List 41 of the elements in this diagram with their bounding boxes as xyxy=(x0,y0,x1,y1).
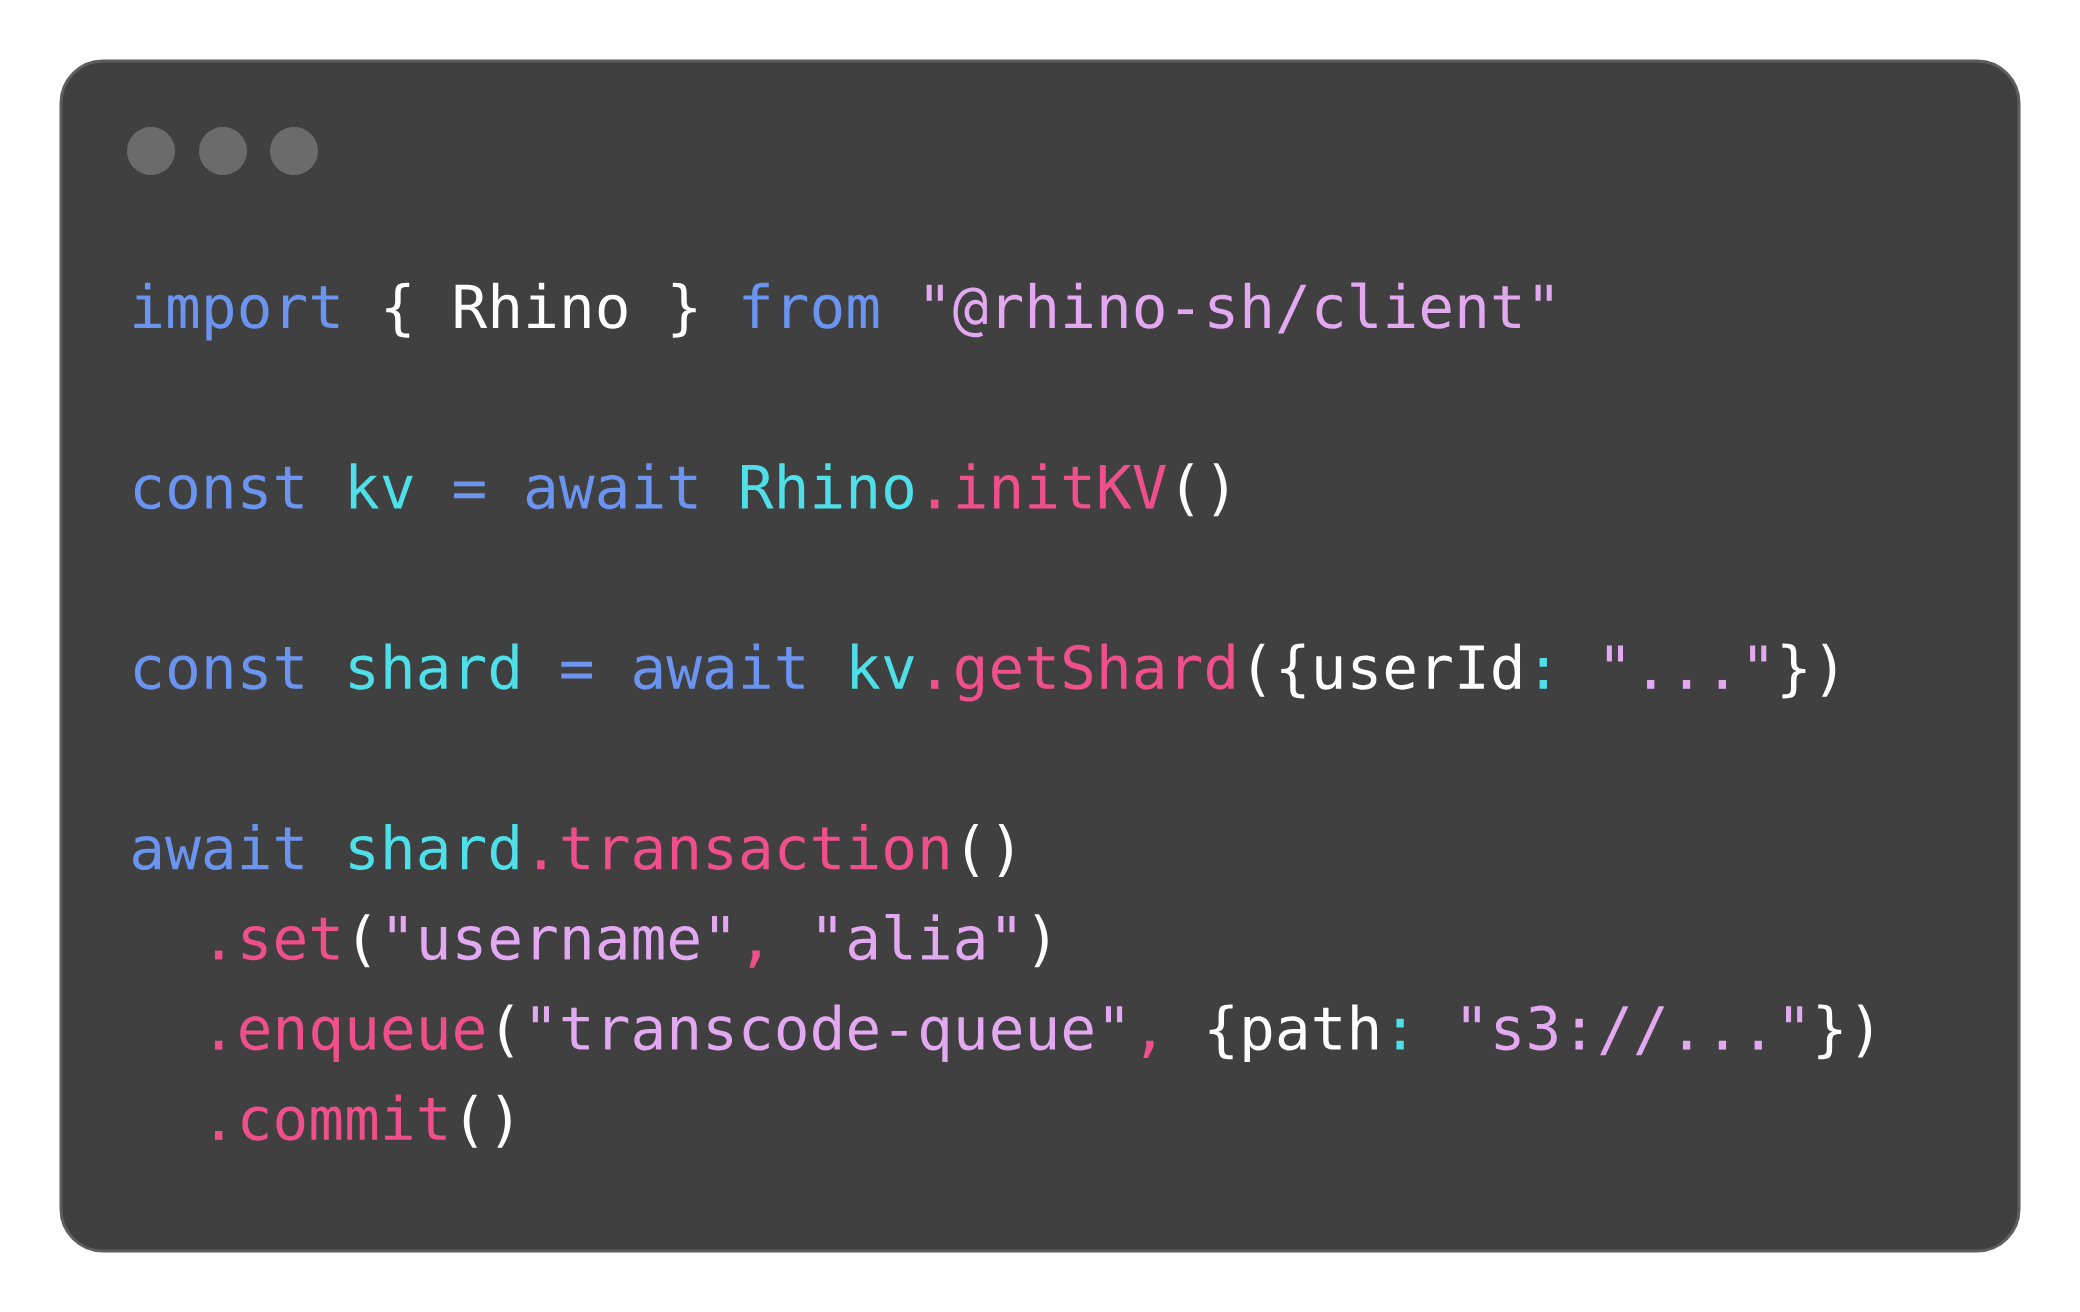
code-token: }) xyxy=(1782,643,1836,699)
code-token: shard xyxy=(350,824,518,871)
code-token: : xyxy=(1539,657,1547,689)
code-token: Rhino xyxy=(741,463,913,510)
code-token: import xyxy=(134,282,339,341)
code-token: "s3://..." xyxy=(1463,1005,1803,1056)
code-token: {path xyxy=(1209,1004,1378,1062)
code-token: = xyxy=(453,481,485,499)
code-token: { Rhino } xyxy=(386,282,696,338)
code-token: , xyxy=(749,950,760,968)
code-token: shard xyxy=(350,643,518,690)
code-token: await xyxy=(133,824,303,871)
code-token: await xyxy=(526,463,697,510)
code-token: kv xyxy=(350,463,413,509)
code-token: .enqueue xyxy=(215,1016,484,1063)
code-token: const xyxy=(134,647,303,690)
code-token: kv xyxy=(852,643,914,689)
code-token: () xyxy=(463,1094,511,1148)
code-token: () xyxy=(965,824,1012,878)
code-token: .initKV xyxy=(931,463,1166,509)
code-token: : xyxy=(1396,1018,1404,1050)
code-token: .getShard xyxy=(931,643,1234,702)
code-token: ) xyxy=(1034,914,1048,968)
code-token: const xyxy=(134,466,303,510)
code-token: .set xyxy=(215,917,339,961)
code-token: "alia" xyxy=(819,913,1015,961)
code-token: "..." xyxy=(1606,645,1767,689)
code-token: "transcode-queue" xyxy=(532,1004,1123,1063)
code-token: "username" xyxy=(389,916,729,961)
code-token: ( xyxy=(499,1004,513,1058)
code-token: ( xyxy=(356,914,370,968)
code-token: .transaction xyxy=(537,824,948,871)
code-token: , xyxy=(1143,1040,1154,1058)
code-token: }) xyxy=(1818,1004,1872,1060)
code-token: from xyxy=(743,282,879,329)
code-token: ({userId xyxy=(1251,643,1520,699)
code-token: = xyxy=(561,661,593,679)
code-token: "@rhino-sh/client" xyxy=(926,282,1552,338)
code-token: () xyxy=(1179,463,1227,517)
code-token: await xyxy=(634,643,804,690)
code-token: .commit xyxy=(215,1094,446,1141)
